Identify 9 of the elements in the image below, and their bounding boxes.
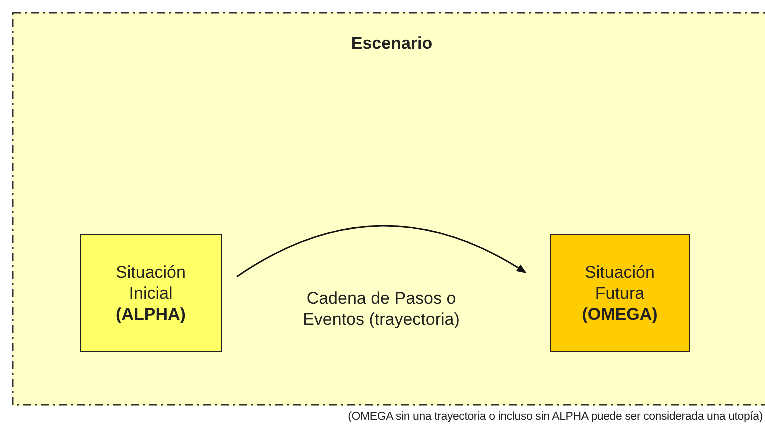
situation-text: Situación Futura (OMEGA) bbox=[581, 262, 659, 324]
caption: (OMEGA sin una trayectoria o incluso sin ALPHA puede ser considerada una utopía) bbox=[348, 411, 763, 423]
scenario-frame bbox=[12, 12, 765, 406]
situation-text: Situación Inicial (ALPHA) bbox=[115, 262, 187, 324]
curved-arrow bbox=[236, 225, 527, 278]
situation-box bbox=[550, 234, 690, 352]
situation-box bbox=[80, 234, 222, 352]
scenario-title: Escenario bbox=[351, 34, 433, 54]
edge-label: Cadena de Pasos o Eventos (trayectoria) bbox=[302, 288, 461, 330]
